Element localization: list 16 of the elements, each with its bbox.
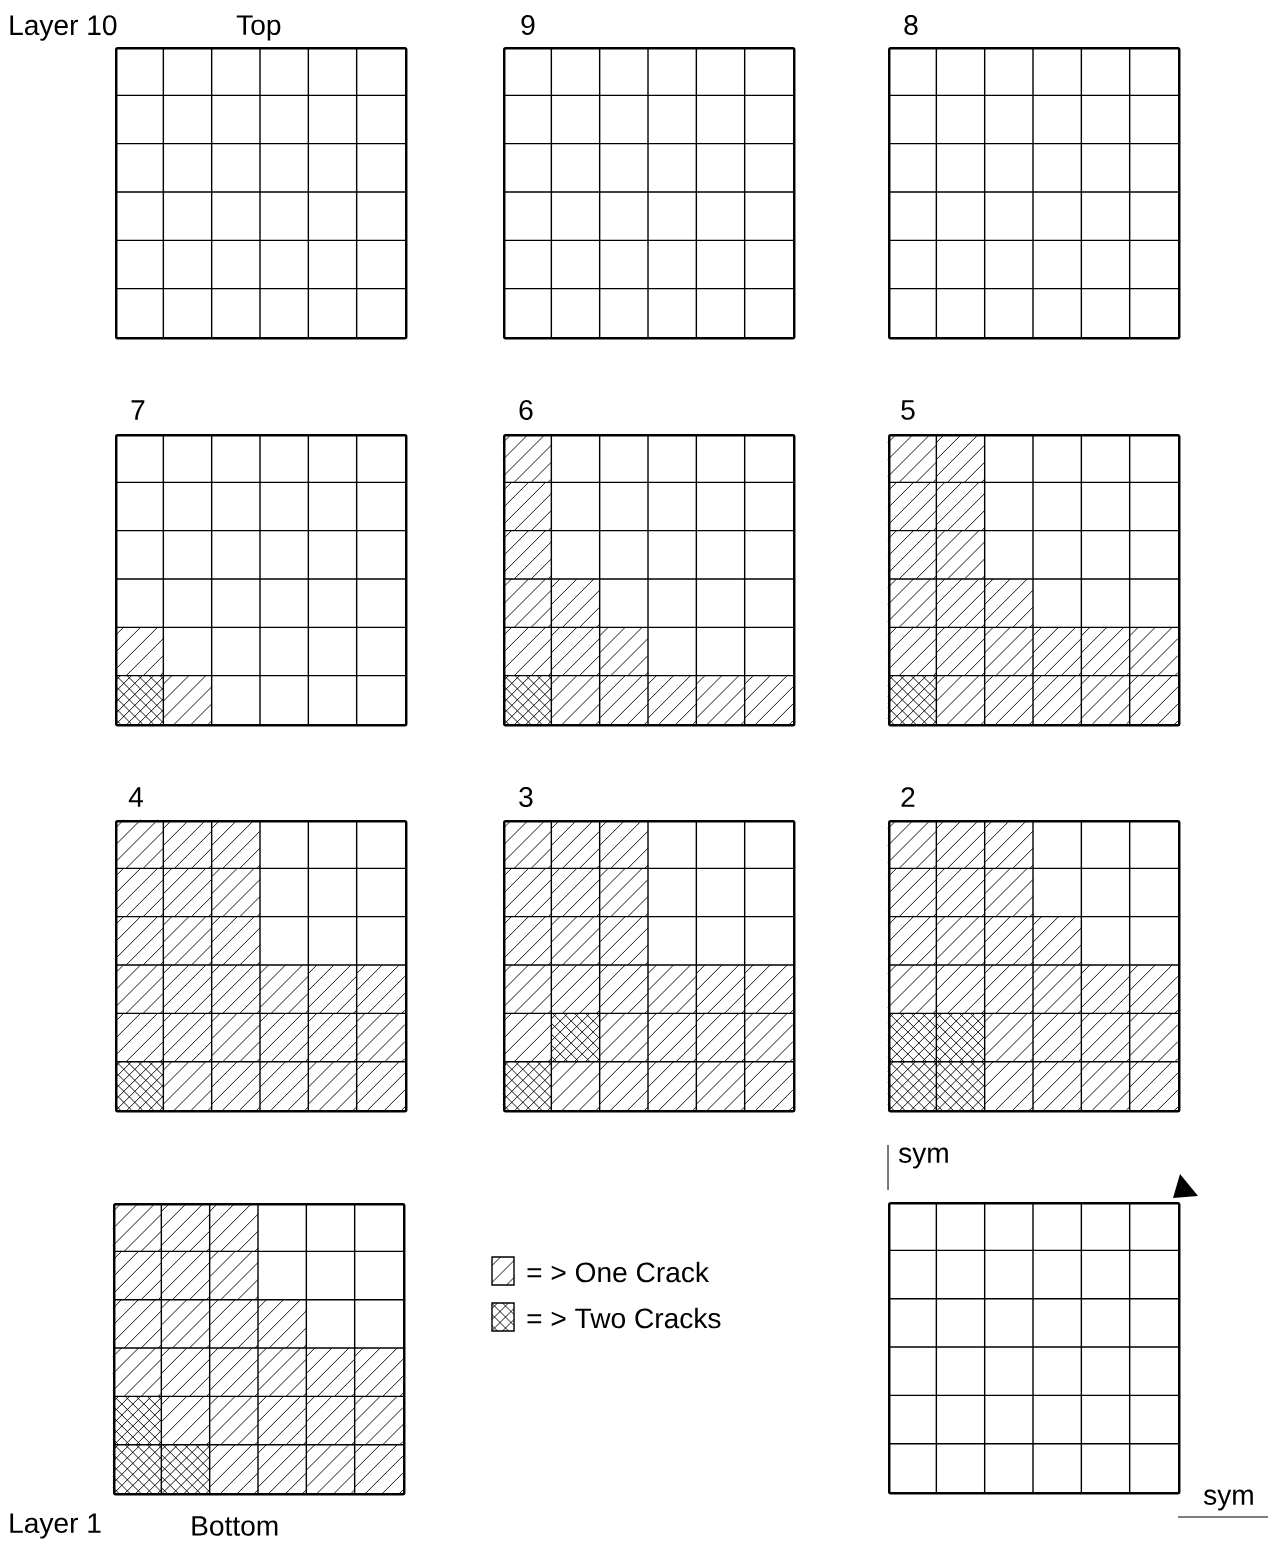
layer-label: 4: [128, 787, 143, 807]
symmetry-label: sym: [1177, 1489, 1269, 1518]
layer-label: 6: [519, 400, 533, 420]
layer-label: 3: [519, 787, 533, 807]
layer-label: Bottom: [192, 1516, 278, 1536]
layer-label: 9: [521, 15, 535, 35]
layer-label: Layer 10: [10, 15, 117, 41]
legend-label: = > One Crack: [527, 1261, 709, 1283]
layer-label: 2: [901, 787, 915, 807]
layer-label: Top: [236, 15, 281, 41]
layer-label: 5: [901, 400, 915, 420]
layer-label: Layer 1: [10, 1513, 101, 1539]
layer-label: 8: [904, 15, 918, 35]
layer-label: 7: [131, 400, 145, 420]
symmetry-label: sym: [887, 1144, 948, 1191]
legend-label: = > Two Cracks: [527, 1307, 721, 1329]
